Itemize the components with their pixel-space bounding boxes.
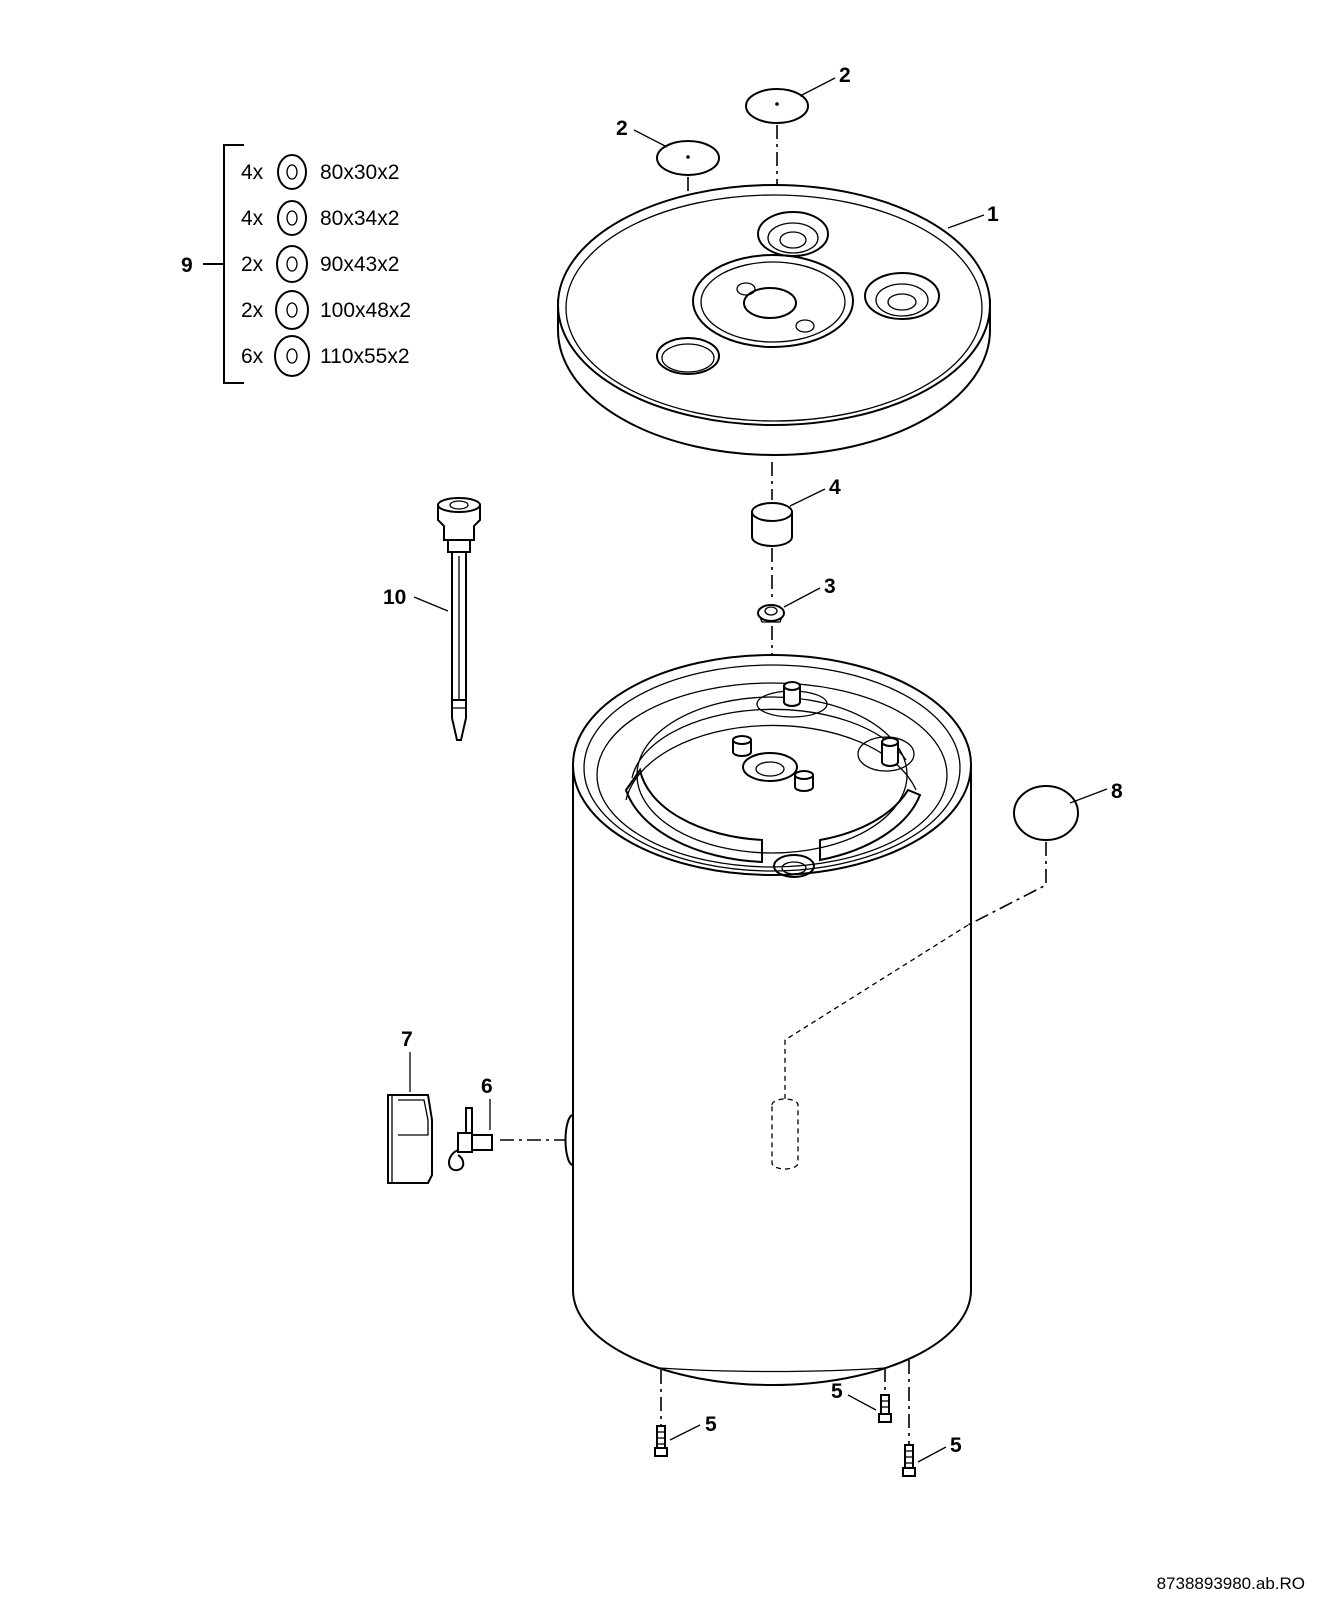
plug-cap-right: 2 xyxy=(745,64,851,124)
drain-cover: 7 xyxy=(387,1028,433,1184)
callout-5-right: 5 xyxy=(950,1434,962,1457)
gasket-row-3: 2x 90x43x2 xyxy=(241,245,399,283)
anode-plug: 3 xyxy=(757,575,836,623)
gasket-icon xyxy=(277,154,307,190)
tank-body xyxy=(564,654,972,1386)
sensor-well: 10 xyxy=(383,497,481,741)
gasket-qty: 2x xyxy=(241,299,264,322)
gasket-qty: 2x xyxy=(241,253,264,276)
gasket-row-5: 6x 110x55x2 xyxy=(241,335,410,377)
callout-9: 9 xyxy=(181,254,193,277)
callout-8: 8 xyxy=(1111,780,1123,803)
top-lid: 1 xyxy=(557,184,999,456)
gasket-kit-legend: 9 4x 80x30x2 4x 80x34x2 2x 90x43x2 2x 10… xyxy=(181,144,411,384)
gasket-size: 80x34x2 xyxy=(320,207,399,230)
callout-1: 1 xyxy=(987,203,999,226)
gasket-row-2: 4x 80x34x2 xyxy=(241,200,399,236)
gasket-row-1: 4x 80x30x2 xyxy=(241,154,399,190)
gasket-icon xyxy=(274,335,310,377)
callout-7: 7 xyxy=(401,1028,413,1051)
gasket-icon xyxy=(277,200,307,236)
drain-valve: 6 xyxy=(448,1075,565,1172)
callout-6: 6 xyxy=(481,1075,493,1098)
callout-5-middle: 5 xyxy=(831,1380,843,1403)
callout-10: 10 xyxy=(383,586,406,609)
gasket-size: 110x55x2 xyxy=(320,345,410,368)
callout-2-right: 2 xyxy=(839,64,851,87)
callout-3: 3 xyxy=(824,575,836,598)
gasket-size: 100x48x2 xyxy=(320,299,411,322)
callout-2-left: 2 xyxy=(616,117,628,140)
gasket-qty: 4x xyxy=(241,207,264,230)
gasket-size: 80x30x2 xyxy=(320,161,399,184)
gasket-row-4: 2x 100x48x2 xyxy=(241,290,411,330)
anode-cover: 4 xyxy=(751,476,841,547)
gasket-qty: 6x xyxy=(241,345,264,368)
gasket-qty: 4x xyxy=(241,161,264,184)
callout-5-left: 5 xyxy=(705,1413,717,1436)
document-id: 8738893980.ab.RO xyxy=(1157,1574,1305,1593)
screw-left: 5 xyxy=(654,1370,717,1457)
callout-4: 4 xyxy=(829,476,841,499)
screw-right: 5 xyxy=(902,1360,962,1477)
gasket-icon xyxy=(275,290,309,330)
inspection-cover: 8 xyxy=(771,780,1123,1170)
screw-middle: 5 xyxy=(831,1368,892,1423)
gasket-size: 90x43x2 xyxy=(320,253,399,276)
plug-cap-left: 2 xyxy=(616,117,720,176)
gasket-icon xyxy=(276,245,308,283)
